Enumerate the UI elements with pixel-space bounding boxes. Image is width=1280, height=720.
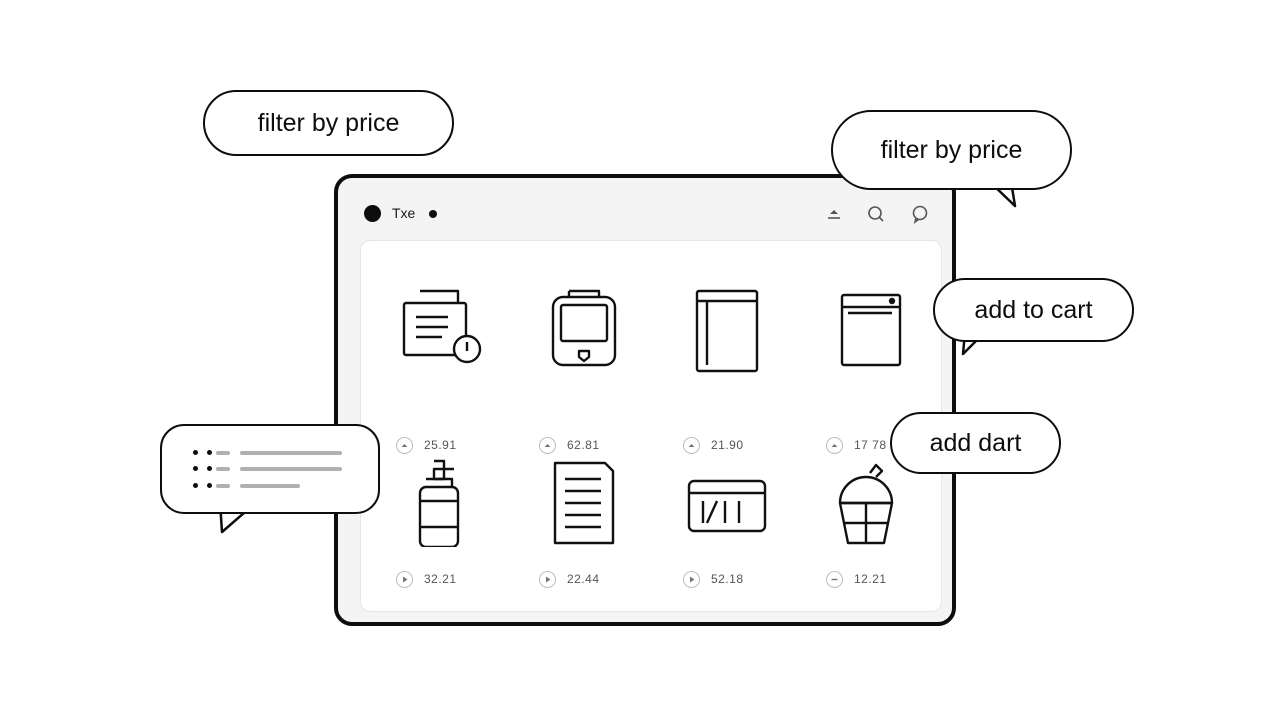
list-bullet [207,466,212,471]
list-line [216,484,230,488]
bubble-label: filter by price [257,108,400,137]
product-grid: 25.91 62.81 [360,240,942,612]
product-card[interactable]: 12.21 [806,457,936,617]
play-icon[interactable] [683,571,700,588]
product-card[interactable]: 52.18 [663,457,793,617]
list-line [240,451,342,455]
add-to-cart-bubble[interactable]: add to cart [933,278,1134,342]
window-title: Txe [392,205,416,221]
play-icon[interactable] [396,571,413,588]
list-bullet [193,483,198,488]
filter-by-price-bubble-2[interactable]: filter by price [831,110,1072,190]
cart-icon[interactable] [683,437,700,454]
list-bullet [193,466,198,471]
card-icon [683,457,773,547]
bubble-tail-cover [991,184,1011,188]
device-icon [539,285,629,375]
product-price: 22.44 [567,572,600,586]
cabinet-icon [826,285,916,375]
list-line [240,484,300,488]
bubble-label: filter by price [880,135,1023,164]
list-line [216,467,230,471]
product-card[interactable]: 17 78 [806,285,936,454]
title-bar: Txe [338,178,952,240]
list-line [216,451,230,455]
bubble-label: add to cart [974,295,1093,324]
product-price: 25.91 [424,438,457,452]
product-price: 32.21 [424,572,457,586]
list-line [240,467,342,471]
cart-icon[interactable] [396,437,413,454]
product-card[interactable]: 62.81 [519,285,649,454]
cart-icon[interactable] [826,437,843,454]
product-price: 52.18 [711,572,744,586]
product-price: 62.81 [567,438,600,452]
filter-by-price-bubble[interactable]: filter by price [203,90,454,156]
product-card[interactable]: 21.90 [663,285,793,454]
notepad-icon [539,457,629,547]
cart-icon[interactable] [539,437,556,454]
pump-bottle-icon [396,457,486,547]
product-card[interactable]: 25.91 [376,285,506,454]
product-card[interactable]: 32.21 [376,457,506,617]
product-price: 17 78 [854,438,887,452]
minus-icon[interactable] [826,571,843,588]
product-price: 21.90 [711,438,744,452]
list-bullet [207,483,212,488]
bubble-label: add dart [929,428,1022,457]
product-card[interactable]: 22.44 [519,457,649,617]
product-price: 12.21 [854,572,887,586]
window-control-dot[interactable] [364,205,381,222]
document-clock-icon [396,285,486,375]
play-icon[interactable] [539,571,556,588]
chat-icon[interactable] [910,204,930,224]
basket-icon [826,457,916,547]
panel-icon [683,285,773,375]
status-dot [429,210,437,218]
upload-icon[interactable] [824,204,844,224]
search-icon[interactable] [866,204,886,224]
app-window: Txe [334,174,956,626]
list-bullet [207,450,212,455]
list-bullet [193,450,198,455]
add-dart-bubble[interactable]: add dart [890,412,1061,474]
